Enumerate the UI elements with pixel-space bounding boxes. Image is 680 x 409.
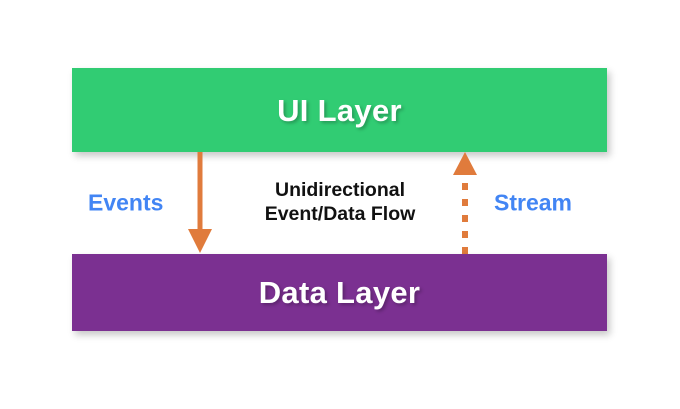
stream-arrow-head xyxy=(453,152,477,175)
events-down-arrow-graphic xyxy=(188,152,212,253)
ui-layer-label: UI Layer xyxy=(277,92,402,128)
stream-up-arrow-graphic xyxy=(453,152,477,254)
flow-caption: Unidirectional Event/Data Flow xyxy=(265,179,416,227)
stream-up-arrow xyxy=(445,152,485,254)
events-label: Events xyxy=(88,189,164,216)
stream-label: Stream xyxy=(494,189,572,216)
flow-band: Events Unidirectional Event/Data Flow St… xyxy=(0,152,680,254)
ui-layer-box[interactable]: UI Layer xyxy=(72,68,607,152)
events-down-arrow xyxy=(180,152,220,254)
flow-caption-line-2: Event/Data Flow xyxy=(264,203,416,225)
data-layer-box[interactable]: Data Layer xyxy=(72,254,607,331)
flow-caption-line-1: Unidirectional xyxy=(274,179,406,202)
events-arrow-head xyxy=(188,229,212,253)
data-layer-label: Data Layer xyxy=(258,275,421,310)
